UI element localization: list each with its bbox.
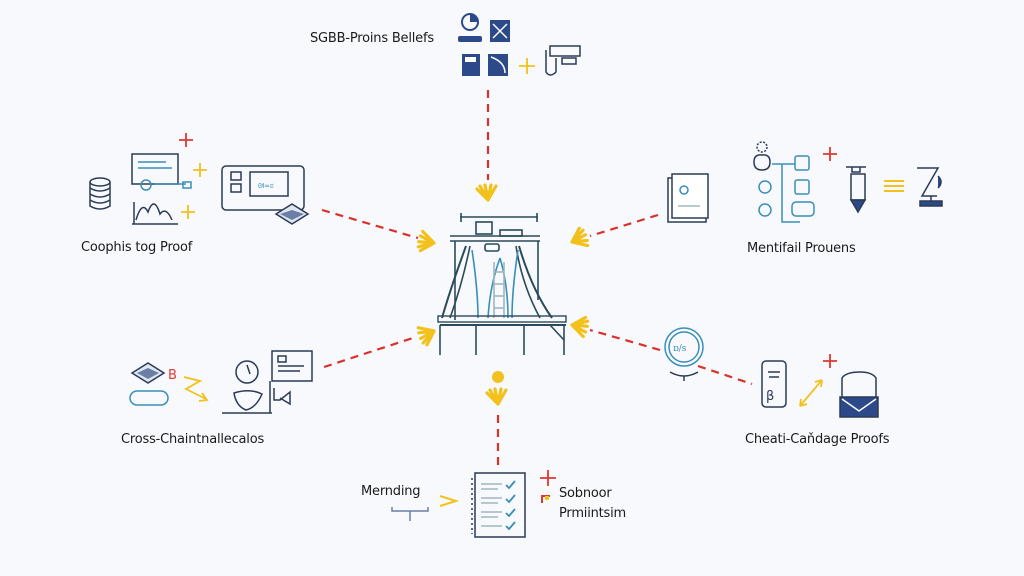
book-icon xyxy=(667,173,709,223)
arrowhead-icon xyxy=(475,183,498,202)
edge-left-upper xyxy=(321,208,438,256)
bowl-icon xyxy=(222,390,272,414)
edge-top xyxy=(475,90,498,202)
pencil-lamp-icon xyxy=(846,166,867,214)
node-label-right-upper: Mentifail Prouens xyxy=(747,241,856,256)
hand-card-icon xyxy=(545,45,581,76)
checklist-icon xyxy=(471,472,526,538)
equals-icon xyxy=(884,180,904,192)
svg-text:ᘛ≈ಠ: ᘛ≈ಠ xyxy=(258,182,274,190)
chip-icon xyxy=(274,203,310,225)
edge-left-lower xyxy=(323,321,439,369)
left-upper-icons: ᘛ≈ಠ xyxy=(89,153,310,225)
chevron-right-icon xyxy=(439,495,460,507)
brain-icon xyxy=(753,154,771,171)
document-edit-icon xyxy=(462,54,480,76)
node-label-right-lower: Cheati-Caňdage Proofs xyxy=(745,432,890,447)
left-upper-plus-yellow-1 xyxy=(193,163,207,177)
gear-icon xyxy=(756,141,768,153)
edge-right-upper xyxy=(567,213,659,252)
svg-text:β: β xyxy=(766,389,774,404)
arrowhead-icon xyxy=(568,312,592,339)
window-icon xyxy=(271,350,313,382)
right-lower-plus-red xyxy=(823,354,837,368)
arrowhead-icon xyxy=(485,387,508,406)
node-label-left-upper: Coophis tog Proof xyxy=(81,240,193,255)
edge-bottom xyxy=(485,371,508,470)
chip-icon xyxy=(130,362,166,384)
left-upper-plus-red xyxy=(179,133,193,147)
svg-text:ɒ/s: ɒ/s xyxy=(673,344,687,354)
right-upper-icons xyxy=(667,141,943,223)
bottom-plus-red xyxy=(540,470,556,486)
right-lower-icons: ɒ/s β xyxy=(664,327,879,418)
tree-node-icon xyxy=(758,155,815,223)
envelope-icon xyxy=(839,371,879,418)
dot-icon xyxy=(492,371,504,383)
lightning-icon xyxy=(183,376,209,402)
bridge-structure-icon xyxy=(437,213,567,355)
curve-box-icon xyxy=(488,54,508,76)
monitor-console-icon: ᘛ≈ಠ xyxy=(221,165,305,211)
image-frame-icon xyxy=(490,20,510,42)
node-label-bottom-right-line1: Sobnoor xyxy=(559,486,612,501)
plus-icon xyxy=(519,58,535,74)
bottom-icons xyxy=(391,472,550,538)
arrowhead-icon xyxy=(414,229,438,256)
certificate-icon xyxy=(131,153,192,191)
coin-badge-icon: ɒ/s xyxy=(664,327,704,381)
user-avatar-icon xyxy=(458,13,482,42)
right-upper-plus-red xyxy=(823,147,837,161)
speaker-icon xyxy=(269,381,291,413)
arrowhead-icon xyxy=(415,321,439,348)
double-arrow-icon xyxy=(799,379,823,407)
arrowhead-icon xyxy=(567,225,591,252)
left-lower-icons: B xyxy=(129,350,313,414)
node-label-bottom-left: Mernding xyxy=(361,484,421,499)
chart-icon xyxy=(132,202,178,225)
node-label-left-lower: Cross-Chaintnallecalos xyxy=(121,432,265,447)
desk-lamp-icon xyxy=(917,167,943,207)
node-label-top: SGBB-Proins Bellefs xyxy=(310,31,434,46)
edge-right-lower xyxy=(568,312,753,386)
b-mark-icon: B xyxy=(168,368,177,383)
clock-icon xyxy=(235,360,259,384)
flag-icon xyxy=(541,495,550,503)
capsule-icon xyxy=(129,390,169,406)
phone-wallet-icon: β xyxy=(761,360,787,408)
left-upper-plus-yellow-2 xyxy=(181,205,195,219)
balance-icon xyxy=(391,507,429,521)
node-label-bottom-right-line2: Prmiintsim xyxy=(559,506,626,521)
top-icons xyxy=(458,13,581,76)
coin-stack-icon xyxy=(89,177,111,210)
